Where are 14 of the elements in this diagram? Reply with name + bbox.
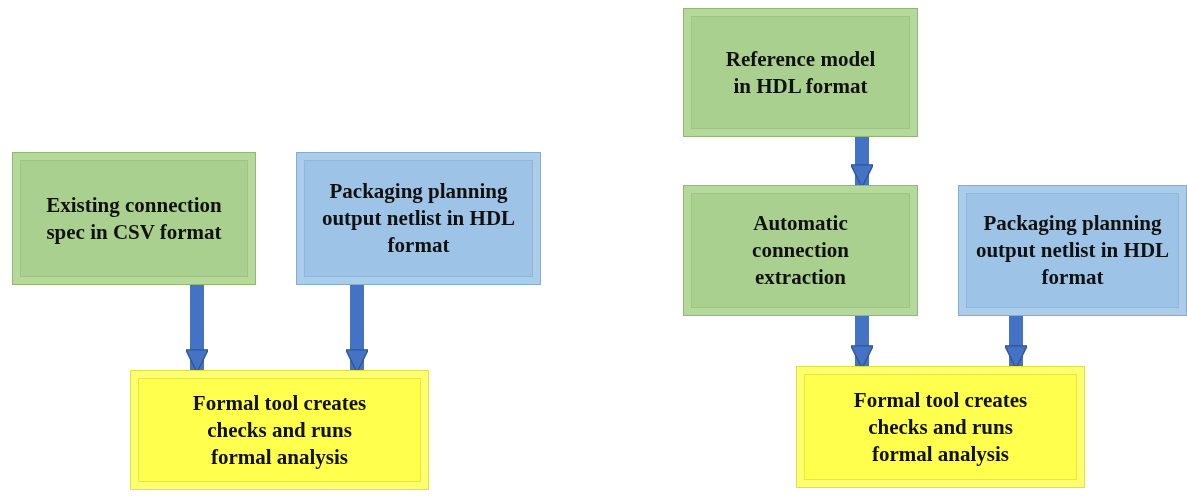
process-box xyxy=(130,370,429,490)
process-box xyxy=(958,185,1187,316)
box-text: Reference model in HDL format xyxy=(724,45,877,100)
box-text: Formal tool creates checks and runs formal analysis xyxy=(852,386,1029,468)
box-text: Packaging planning output netlist in HDL format xyxy=(974,210,1171,291)
box-text: Formal tool creates checks and runs formal analysis xyxy=(191,389,368,471)
box-text: Packaging planning output netlist in HDL format xyxy=(320,178,517,259)
box-text: Existing connection spec in CSV format xyxy=(45,191,223,246)
process-box xyxy=(683,185,918,316)
process-box xyxy=(296,152,541,285)
box-text: Automatic connection extraction xyxy=(751,210,850,291)
process-box xyxy=(796,366,1085,488)
process-box xyxy=(683,8,918,137)
process-box xyxy=(12,152,256,285)
